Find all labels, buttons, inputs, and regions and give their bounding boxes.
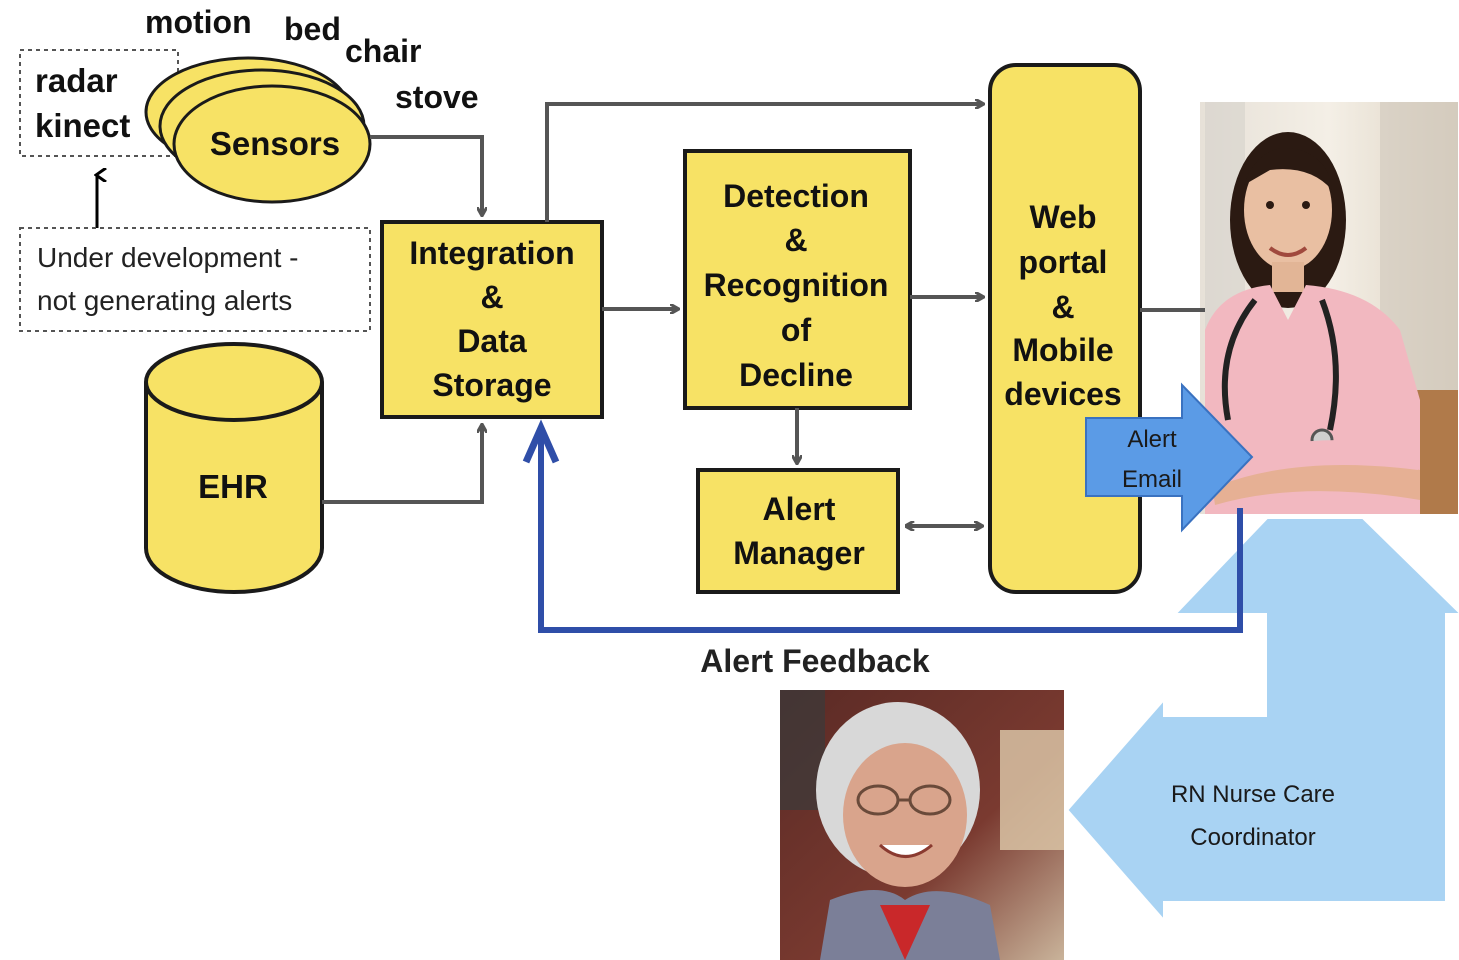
sensor-type-motion: motion [145, 4, 252, 40]
ehr-label: EHR [198, 468, 268, 505]
alert-manager-box [696, 468, 900, 594]
svg-text:Integration: Integration [409, 235, 574, 271]
flow-arrows [322, 104, 1205, 526]
arrow-ehr-to-integration [322, 425, 482, 504]
svg-text:Under development -: Under development - [37, 242, 298, 273]
svg-text:Coordinator: Coordinator [1190, 824, 1315, 851]
elderly-patient-photo [780, 690, 1064, 960]
integration-box [380, 220, 604, 419]
alert-feedback-loop [538, 430, 1243, 633]
arrow-integration-to-web-portal [545, 104, 983, 222]
alert-feedback-label: Alert Feedback [700, 643, 930, 679]
sensor-type-bed: bed [284, 11, 341, 47]
svg-text:&: & [784, 222, 807, 258]
ehr-cylinder [144, 342, 324, 594]
svg-text:&: & [1051, 289, 1074, 325]
svg-text:Email: Email [1122, 466, 1182, 493]
svg-text:Mobile: Mobile [1012, 332, 1113, 368]
svg-text:Recognition: Recognition [704, 267, 889, 303]
svg-text:Alert: Alert [763, 491, 836, 527]
svg-text:of: of [781, 312, 812, 348]
web-portal-box [988, 63, 1142, 594]
svg-text:Storage: Storage [432, 367, 551, 403]
svg-text:Decline: Decline [739, 357, 853, 393]
svg-text:Manager: Manager [733, 535, 865, 571]
svg-text:&: & [480, 279, 503, 315]
kinect-label: kinect [35, 107, 130, 144]
svg-text:portal: portal [1019, 244, 1108, 280]
detection-box [683, 149, 912, 410]
dev-note-box [19, 227, 371, 332]
dev-note-text: Under development - not generating alert… [37, 242, 298, 316]
svg-text:not generating alerts: not generating alerts [37, 285, 292, 316]
svg-text:Data: Data [457, 323, 527, 359]
svg-text:Alert: Alert [1127, 426, 1177, 453]
sensors-stack [144, 56, 372, 204]
sensor-type-stove: stove [395, 79, 479, 115]
integration-label: Integration & Data Storage [409, 235, 574, 403]
alert-email-arrow [1085, 382, 1254, 533]
svg-text:RN Nurse Care: RN Nurse Care [1171, 781, 1335, 808]
alert-email-label: Alert Email [1122, 426, 1182, 493]
svg-text:Web: Web [1030, 199, 1097, 235]
rn-coordinator-arrow [1068, 519, 1459, 918]
radar-label: radar [35, 62, 118, 99]
svg-text:Detection: Detection [723, 178, 869, 214]
alert-manager-label: Alert Manager [733, 491, 865, 571]
svg-text:devices: devices [1004, 376, 1121, 412]
sensors-label: Sensors [210, 125, 340, 162]
detection-label: Detection & Recognition of Decline [704, 178, 889, 393]
rn-coordinator-label: RN Nurse Care Coordinator [1171, 781, 1335, 851]
arrow-sensors-to-integration [370, 135, 482, 215]
alert-feedback-arrowhead [522, 419, 560, 464]
web-portal-label: Web portal & Mobile devices [1004, 199, 1121, 412]
sensor-type-chair: chair [345, 33, 421, 69]
